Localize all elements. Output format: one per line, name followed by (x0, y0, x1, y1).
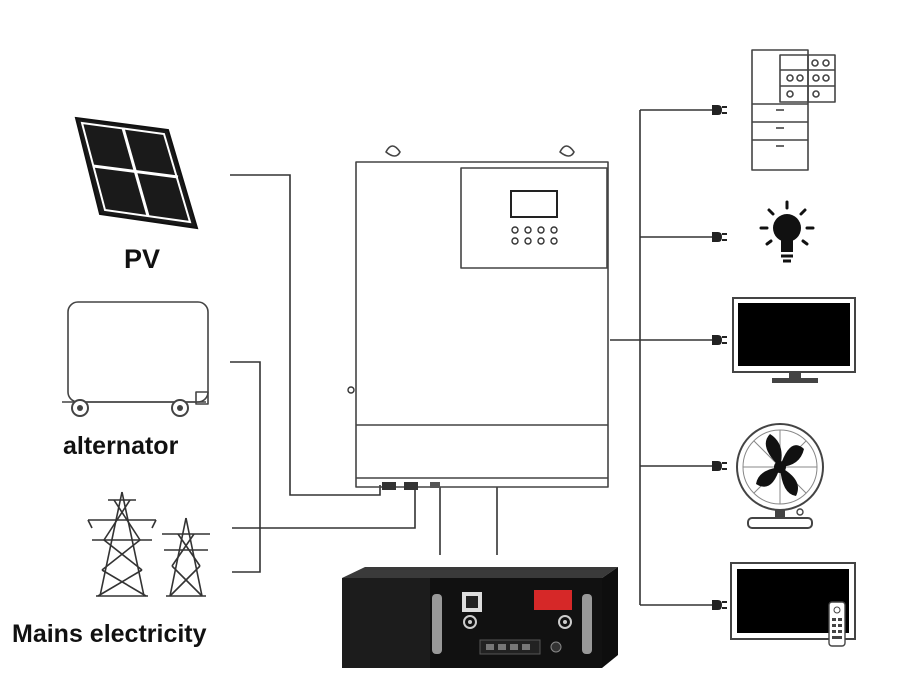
television-icon (730, 562, 856, 647)
plug-icon (712, 232, 727, 242)
lcd-screen (510, 190, 558, 218)
plug-icon (712, 461, 727, 471)
wiring (230, 109, 712, 606)
rack-battery-icon (342, 567, 618, 668)
remote-control-icon (828, 601, 846, 647)
mains-electricity-label: Mains electricity (12, 620, 207, 648)
fan-icon (736, 423, 824, 529)
pv-wire (230, 174, 381, 496)
light-bulb-icon (759, 200, 815, 263)
battery-display (534, 590, 572, 610)
hybrid-inverter-icon (347, 145, 609, 490)
plugs (712, 105, 727, 610)
alternator-wire (230, 361, 261, 573)
plug-icon (712, 105, 727, 115)
refrigerator-icon (751, 49, 836, 171)
monitor-icon (732, 297, 856, 383)
grid-bus-wire (260, 487, 416, 529)
plug-icon (712, 335, 727, 345)
solar-panel-icon (74, 116, 199, 230)
pv-label: PV (124, 244, 161, 274)
alternator-generator-icon (62, 301, 209, 417)
control-buttons (511, 226, 558, 245)
transmission-tower-icon (87, 491, 210, 597)
plug-icon (712, 600, 727, 610)
alternator-label: alternator (63, 432, 179, 460)
